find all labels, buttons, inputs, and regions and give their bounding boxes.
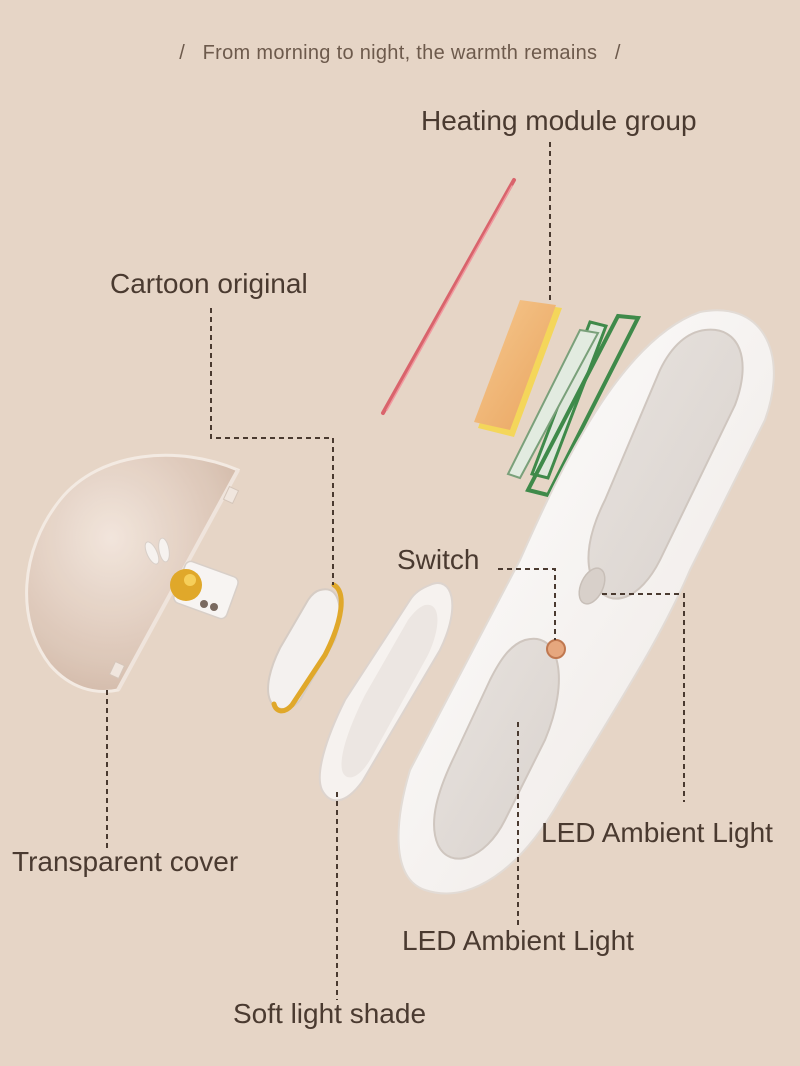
cartoon-insert: [268, 585, 341, 711]
label-heating-module-group: Heating module group: [421, 105, 697, 137]
main-housing: [399, 310, 774, 893]
switch-knob: [547, 640, 565, 658]
leader-cartoon: [211, 308, 333, 585]
label-switch: Switch: [397, 544, 479, 576]
label-soft-light-shade: Soft light shade: [233, 998, 426, 1030]
label-transparent-cover: Transparent cover: [12, 846, 238, 878]
label-led-ambient-light-right: LED Ambient Light: [541, 817, 773, 849]
label-cartoon-original: Cartoon original: [110, 268, 308, 300]
label-led-ambient-light-bottom: LED Ambient Light: [402, 925, 634, 957]
